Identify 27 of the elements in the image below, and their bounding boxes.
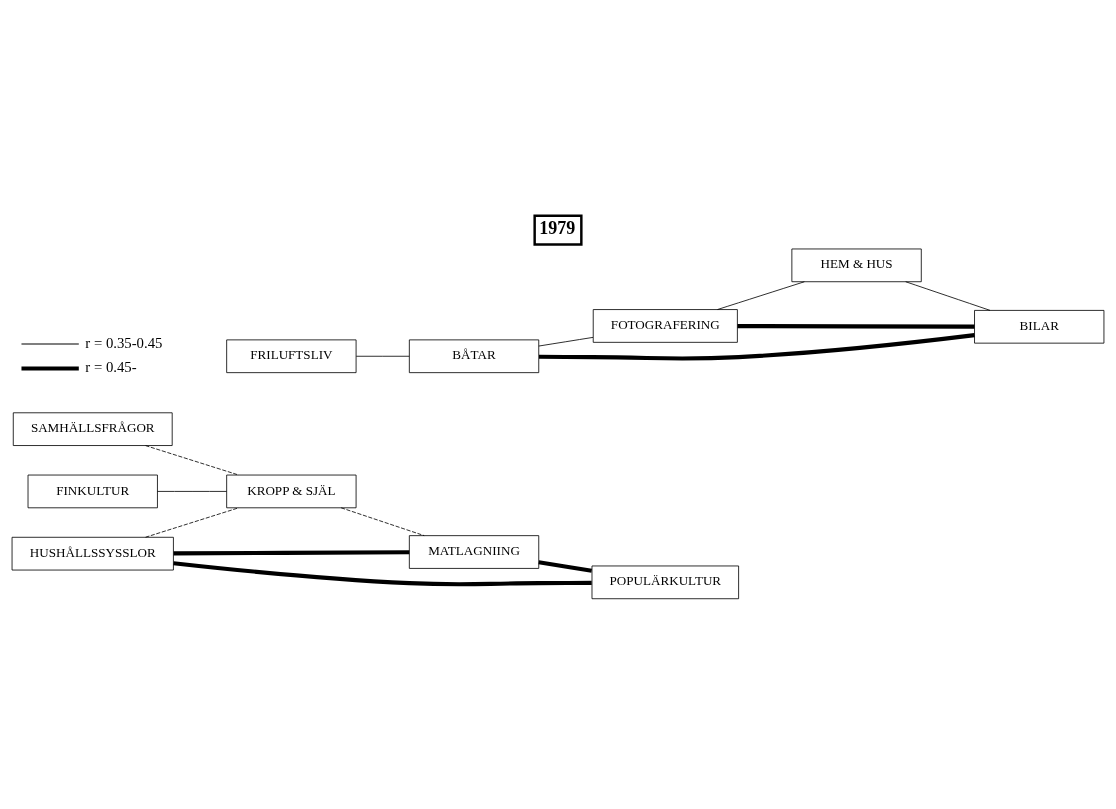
node-box: MATLAGNIING [408,534,540,569]
connector [355,355,410,357]
connector [737,323,975,329]
legend-label: r = 0.35-0.45 [85,334,163,351]
connector [173,560,592,586]
connector [157,490,227,492]
node-box: POPULÄRKULTUR [591,565,740,599]
legend-label: r = 0.45- [85,358,137,375]
node-box: SAMHÄLLSFRÅGOR [12,411,173,446]
connector [717,280,805,310]
connector [145,506,239,538]
node-box: FRILUFTSLIV [226,338,357,373]
connector [340,506,425,536]
connector [538,336,594,346]
node-box: FOTOGRAFERING [592,308,738,343]
connector [145,444,239,475]
connector [539,332,975,361]
node-box: FINKULTUR [27,474,158,508]
node-box: KROPP & SJÄL [226,474,357,508]
node-box: HEM & HUS [791,248,922,282]
node-box: BILAR [974,309,1105,344]
node-box: BÅTAR [408,338,540,373]
node-box: HUSHÅLLSSYSSLOR [11,536,174,570]
connector [173,549,410,555]
diagram-title: 1979 [539,217,576,238]
connector [538,559,592,573]
connector [905,280,991,311]
